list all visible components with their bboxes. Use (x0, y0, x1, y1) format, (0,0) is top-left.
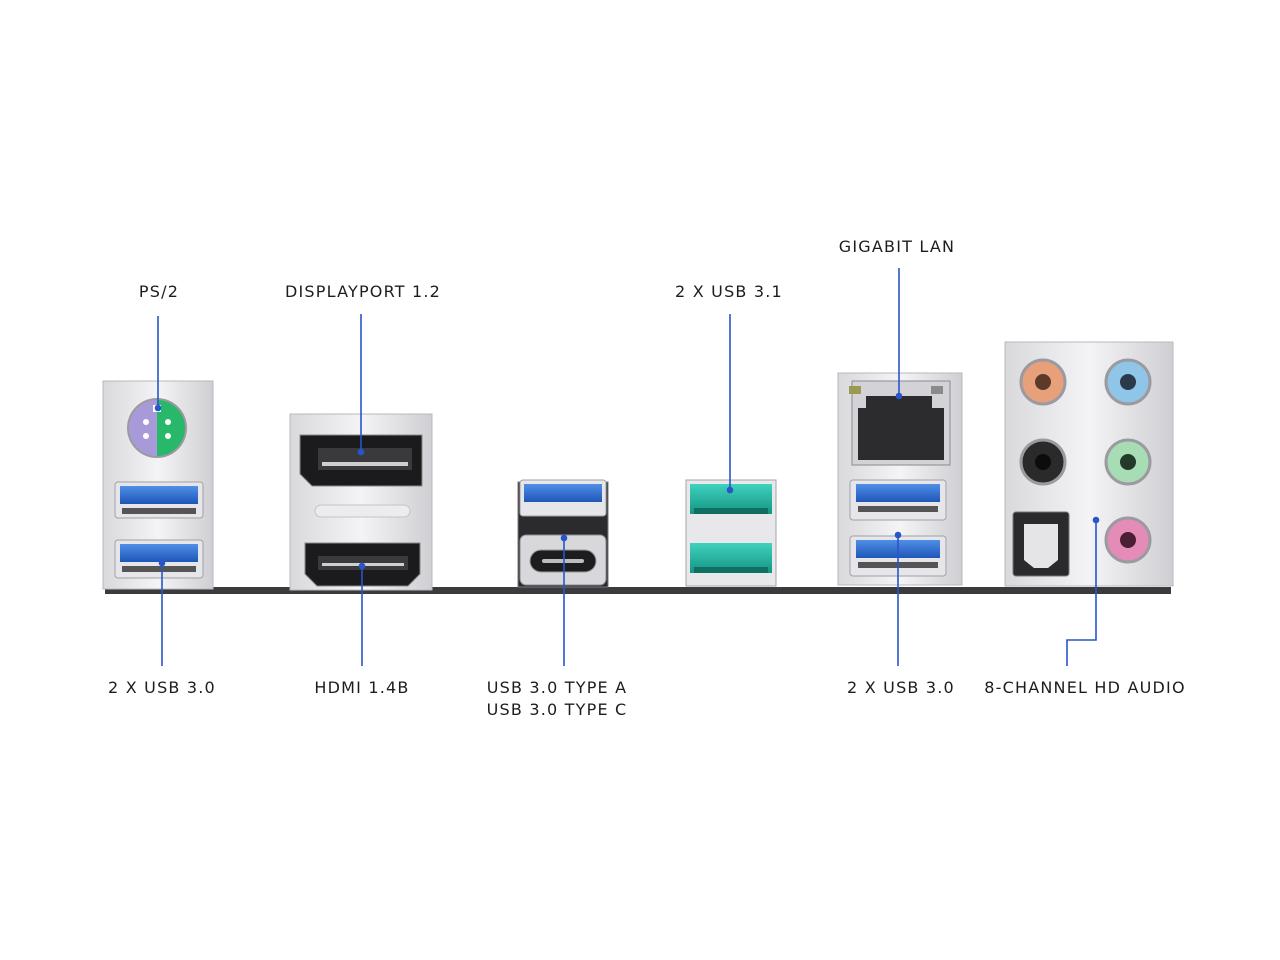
ps2-usb-block (102, 380, 214, 590)
leader-usb-a-c (560, 534, 568, 666)
label-gigabit-lan: GIGABIT LAN (838, 237, 956, 256)
lan-usb-block (837, 372, 963, 586)
usb31-port-2 (690, 543, 772, 573)
lan-port-icon (849, 380, 951, 466)
leader-ps2 (154, 316, 162, 412)
usb30-type-c-port (519, 534, 607, 586)
label-hdmi: HDMI 1.4B (314, 678, 410, 697)
audio-jack-green (1104, 438, 1152, 486)
usb30-port-right-1 (849, 479, 947, 521)
usb30-type-a-port (519, 479, 607, 517)
io-base-rail (105, 587, 1171, 594)
label-usb-type-a: USB 3.0 TYPE A (486, 678, 628, 697)
leader-lines (154, 268, 1100, 666)
leader-usb31 (726, 314, 734, 494)
usb30-port-left-2 (114, 539, 204, 579)
label-usb31: 2 X USB 3.1 (675, 282, 783, 301)
audio-jack-orange (1019, 358, 1067, 406)
usb31-block (685, 479, 777, 587)
label-audio: 8-CHANNEL HD AUDIO (984, 678, 1186, 697)
leader-usb30-left (158, 559, 166, 666)
audio-jack-black (1019, 438, 1067, 486)
audio-block (1004, 341, 1174, 587)
usb30-port-left-1 (114, 481, 204, 519)
label-usb30-right: 2 X USB 3.0 (847, 678, 955, 697)
audio-jack-pink (1104, 516, 1152, 564)
optical-spdif-port (1012, 511, 1070, 577)
label-usb-type-c: USB 3.0 TYPE C (486, 700, 628, 719)
label-usb30-left: 2 X USB 3.0 (108, 678, 216, 697)
label-displayport: DISPLAYPORT 1.2 (284, 282, 442, 301)
usb-a-c-block (517, 479, 609, 588)
leader-displayport (357, 314, 365, 456)
usb31-port-1 (690, 484, 772, 514)
leader-hdmi (358, 562, 366, 666)
displayport-port-icon (299, 434, 423, 487)
audio-jack-blue (1104, 358, 1152, 406)
ps2-port-icon (127, 398, 187, 458)
leader-audio (1066, 516, 1100, 666)
leader-usb30-right (894, 531, 902, 666)
leader-lan (895, 268, 903, 400)
label-ps2: PS/2 (138, 282, 180, 301)
